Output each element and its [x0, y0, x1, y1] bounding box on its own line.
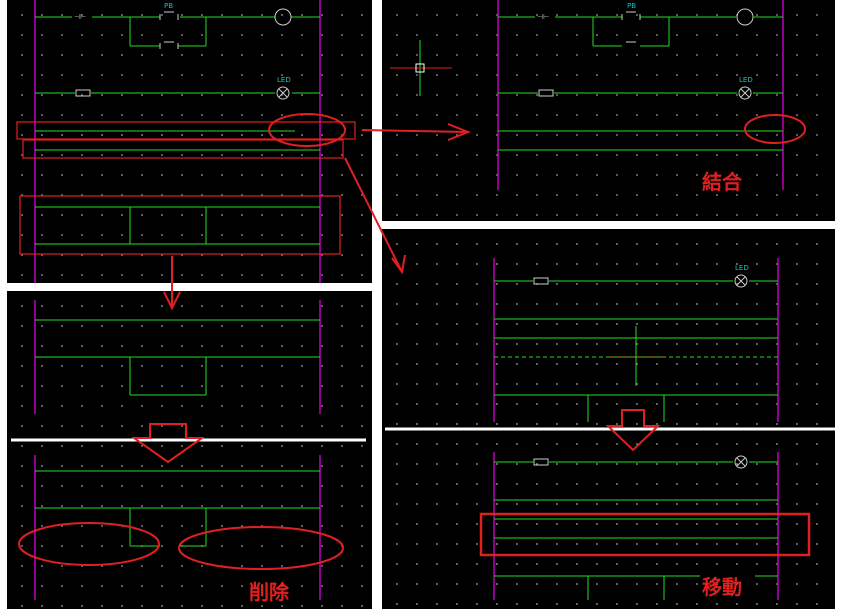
led-label: LED — [739, 76, 753, 84]
combine-label: 結合 — [702, 170, 742, 194]
led-label: LED — [277, 76, 291, 84]
delete-label: 削除 — [249, 580, 289, 604]
down-arrow-icon — [605, 409, 661, 452]
led-lamp-icon — [276, 86, 290, 100]
panel-top-left — [7, 0, 372, 283]
panel-bottom-right — [382, 229, 835, 609]
panel-bottom-left — [7, 291, 372, 609]
ladder-top-left: ⊣⊢ — [16, 0, 356, 283]
down-arrow-icon — [130, 423, 206, 464]
ladder-top-right: ⊣⊢ — [390, 0, 806, 190]
svg-text:⊣⊢: ⊣⊢ — [537, 13, 549, 21]
pb-label: PB — [627, 2, 636, 10]
move-label: 移動 — [702, 575, 742, 599]
panel-top-right — [382, 0, 835, 221]
flow-arrows — [163, 123, 471, 311]
svg-text:⊣⊢: ⊣⊢ — [74, 13, 86, 21]
ladder-bottom-left — [11, 300, 366, 600]
pb-label: PB — [164, 2, 173, 10]
coil-icon — [274, 8, 292, 26]
led-label: LED — [735, 264, 749, 272]
ladder-bottom-right — [385, 258, 835, 600]
